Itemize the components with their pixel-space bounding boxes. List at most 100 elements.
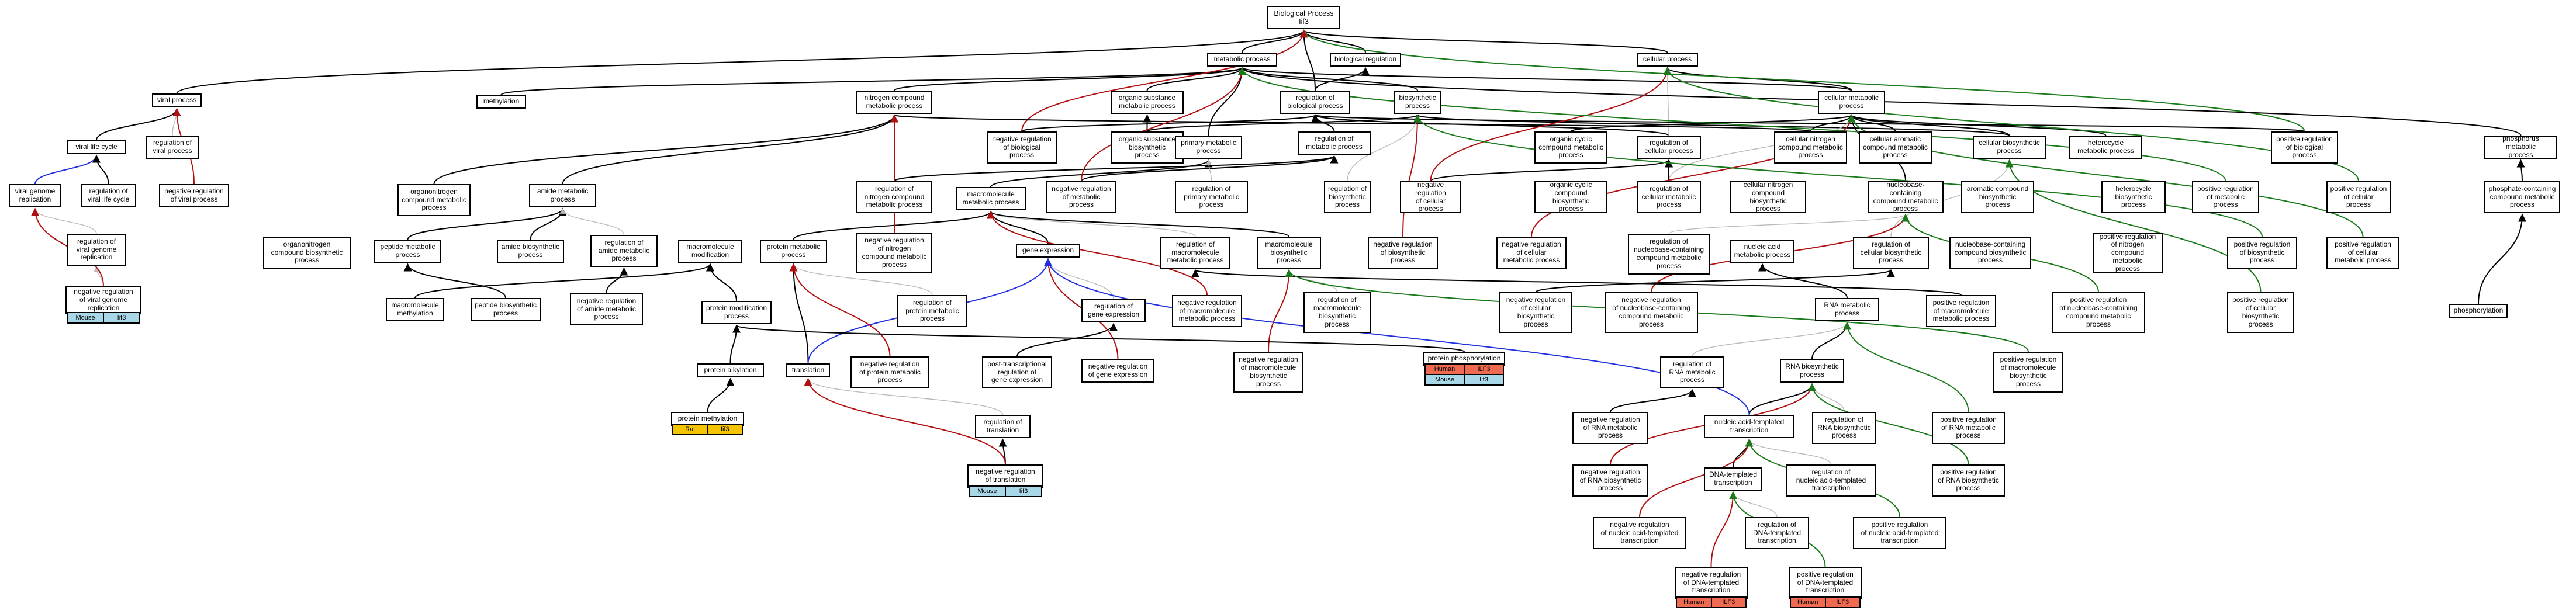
term-node-nucleobasebio[interactable]: nucleobase-containing compound biosynthe…: [1949, 237, 2031, 269]
term-node-primmet[interactable]: primary metabolic process: [1175, 136, 1242, 159]
term-node-posregcellbio[interactable]: positive regulation of cellular biosynth…: [2227, 292, 2294, 333]
term-node-cellarom[interactable]: cellular aromatic compound metabolic pro…: [1859, 131, 1932, 164]
term-node-regnucleo[interactable]: regulation of nucleobase-containing comp…: [1628, 234, 1710, 275]
term-node-posregmet[interactable]: positive regulation of metabolic process: [2192, 181, 2259, 213]
term-node-regcellmet[interactable]: regulation of cellular metabolic process: [1637, 181, 1701, 213]
term-node-posregnucleo[interactable]: positive regulation of nucleobase-contai…: [2052, 292, 2145, 333]
term-node-regviral[interactable]: regulation of viral process: [146, 136, 199, 159]
term-node-regprimmet[interactable]: regulation of primary metabolic process: [1175, 181, 1248, 213]
term-node-negregbio[interactable]: negative regulation of biological proces…: [987, 131, 1057, 164]
term-node-bp[interactable]: Biological Process Iif3: [1267, 6, 1340, 29]
term-node-geneexp[interactable]: gene expression: [1016, 244, 1080, 258]
term-node-viralproc[interactable]: viral process: [152, 93, 202, 107]
term-node-phosphorylation[interactable]: phosphorylation: [2449, 304, 2508, 318]
term-node-cellnitro[interactable]: cellular nitrogen compound metabolic pro…: [1774, 131, 1847, 164]
term-node-phosphate[interactable]: phosphate-containing compound metabolic …: [2484, 181, 2560, 213]
term-node-negregnucleictrans[interactable]: negative regulation of nucleic acid-temp…: [1593, 517, 1686, 549]
term-node-macromet[interactable]: macromolecule metabolic process: [956, 187, 1026, 210]
term-node-posregbiosyn[interactable]: positive regulation of biosynthetic proc…: [2227, 237, 2297, 269]
term-node-posregbio[interactable]: positive regulation of biological proces…: [2271, 131, 2338, 164]
term-node-cellbiosyn[interactable]: cellular biosynthetic process: [1973, 136, 2046, 159]
term-node-orgnitrobio[interactable]: organonitrogen compound biosynthetic pro…: [263, 237, 351, 269]
term-node-nitro[interactable]: nitrogen compound metabolic process: [856, 91, 932, 114]
term-node-negregamide[interactable]: negative regulation of amide metabolic p…: [570, 293, 643, 325]
term-node-macromod[interactable]: macromolecule modification: [678, 240, 742, 263]
term-node-heterobio[interactable]: heterocycle biosynthetic process: [2101, 181, 2166, 213]
term-node-negregrnabio[interactable]: negative regulation of RNA biosynthetic …: [1572, 464, 1648, 497]
term-node-regcellbio[interactable]: regulation of cellular biosynthetic proc…: [1853, 237, 1929, 269]
term-node-orgsubbio[interactable]: organic substance biosynthetic process: [1111, 131, 1184, 164]
term-node-orgcyc[interactable]: organic cyclic compound metabolic proces…: [1534, 131, 1607, 164]
term-node-viralcycle[interactable]: viral life cycle: [67, 140, 126, 154]
term-node-reggeneexp[interactable]: regulation of gene expression: [1081, 299, 1146, 322]
term-node-peptidebio[interactable]: peptide biosynthetic process: [471, 298, 541, 321]
term-node-negregbiosyn[interactable]: negative regulation of biosynthetic proc…: [1368, 237, 1438, 269]
term-node-regamide[interactable]: regulation of amide metabolic process: [590, 235, 658, 267]
term-node-bioreg[interactable]: biological regulation: [1330, 53, 1401, 67]
term-node-regdnatrans[interactable]: regulation of DNA-templated transcriptio…: [1745, 517, 1809, 549]
term-node-proteinmod[interactable]: protein modification process: [701, 301, 772, 324]
term-node-regrnamet[interactable]: regulation of RNA metabolic process: [1660, 356, 1724, 388]
term-node-orgnitro[interactable]: organonitrogen compound metabolic proces…: [397, 184, 471, 216]
term-node-biosyn[interactable]: biosynthetic process: [1394, 91, 1441, 114]
term-node-cellproc[interactable]: cellular process: [1637, 53, 1698, 67]
term-node-hetero[interactable]: heterocycle metabolic process: [2069, 136, 2142, 159]
term-node-rnamet[interactable]: RNA metabolic process: [1815, 298, 1879, 321]
term-node-amidebio[interactable]: amide biosynthetic process: [497, 240, 564, 263]
term-node-metab[interactable]: metabolic process: [1207, 53, 1277, 67]
term-node-aromaticbio[interactable]: aromatic compound biosynthetic process: [1961, 181, 2034, 213]
term-node-negregcellbio[interactable]: negative regulation of cellular biosynth…: [1499, 292, 1572, 333]
term-node-regviralgen[interactable]: regulation of viral genome replication: [67, 234, 126, 266]
term-node-macrobio[interactable]: macromolecule biosynthetic process: [1257, 237, 1321, 269]
term-node-posregcellmet[interactable]: positive regulation of cellular metaboli…: [2326, 237, 2399, 269]
term-node-reglifecycle[interactable]: regulation of viral life cycle: [81, 184, 136, 207]
term-node-negregnitro[interactable]: negative regulation of nitrogen compound…: [856, 233, 932, 273]
term-node-proteinmet[interactable]: protein metabolic process: [760, 240, 827, 263]
term-node-regnucleictrans[interactable]: regulation of nucleic acid-templated tra…: [1786, 464, 1876, 497]
term-node-proteinalk[interactable]: protein alkylation: [697, 363, 764, 377]
term-node-negregcell[interactable]: negative regulation of cellular process: [1400, 181, 1461, 213]
term-node-viralgen[interactable]: viral genome replication: [9, 184, 61, 207]
term-node-nucleobase[interactable]: nucleobase-containing compound metabolic…: [1868, 181, 1944, 213]
term-node-methylation[interactable]: methylation: [476, 95, 526, 109]
term-node-posregnitro[interactable]: positive regulation of nitrogen compound…: [2093, 233, 2163, 273]
term-node-posregmacromet[interactable]: positive regulation of macromolecule met…: [1926, 295, 1996, 327]
term-node-nucleicacid[interactable]: nucleic acid metabolic process: [1730, 240, 1794, 263]
term-node-posttrans[interactable]: post-transcriptional regulation of gene …: [982, 356, 1052, 388]
term-node-negregviralgen[interactable]: negative regulation of viral genome repl…: [65, 286, 141, 324]
term-node-negregrnamet[interactable]: negative regulation of RNA metabolic pro…: [1572, 412, 1648, 444]
term-node-posregrnabio[interactable]: positive regulation of RNA biosynthetic …: [1932, 464, 2005, 497]
term-node-amidemet[interactable]: amide metabolic process: [529, 184, 596, 207]
term-node-negregmacrobio[interactable]: negative regulation of macromolecule bio…: [1233, 352, 1303, 393]
term-node-cellmet[interactable]: cellular metabolic process: [1818, 91, 1885, 114]
term-node-negregnucleo[interactable]: negative regulation of nucleobase-contai…: [1605, 292, 1698, 333]
term-node-orgsub[interactable]: organic substance metabolic process: [1111, 91, 1184, 114]
term-node-regrnabio[interactable]: regulation of RNA biosynthetic process: [1812, 412, 1876, 444]
term-node-negregmet[interactable]: negative regulation of metabolic process: [1046, 181, 1116, 213]
term-node-regbiosyn[interactable]: regulation of biosynthetic process: [1324, 181, 1371, 213]
term-node-orgcycbio[interactable]: organic cyclic compound biosynthetic pro…: [1534, 181, 1607, 213]
term-node-negreggeneexp[interactable]: negative regulation of gene expression: [1081, 359, 1154, 383]
term-node-regmet[interactable]: regulation of metabolic process: [1298, 131, 1371, 155]
term-node-regtranslation[interactable]: regulation of translation: [975, 415, 1031, 438]
term-node-peptidemet[interactable]: peptide metabolic process: [374, 240, 441, 263]
term-node-posregdnatrans[interactable]: positive regulation of DNA-templated tra…: [1789, 567, 1862, 608]
term-node-regbio[interactable]: regulation of biological process: [1280, 91, 1350, 114]
term-node-nucleictrans[interactable]: nucleic acid-templated transcription: [1704, 415, 1794, 438]
term-node-negregmacromet[interactable]: negative regulation of macromolecule met…: [1172, 295, 1242, 327]
term-node-posregcell[interactable]: positive regulation of cellular process: [2326, 181, 2391, 213]
term-node-cellnitrobio[interactable]: cellular nitrogen compound biosynthetic …: [1730, 181, 1806, 213]
term-node-rnabio[interactable]: RNA biosynthetic process: [1780, 359, 1844, 383]
term-node-posregnucleictrans[interactable]: positive regulation of nucleic acid-temp…: [1853, 517, 1946, 549]
term-node-regmacrobio[interactable]: regulation of macromolecule biosynthetic…: [1303, 292, 1371, 333]
term-node-regcell[interactable]: regulation of cellular process: [1637, 136, 1701, 159]
term-node-posregmacrobio[interactable]: positive regulation of macromolecule bio…: [1993, 352, 2063, 393]
term-node-phosmet[interactable]: phosphorus metabolic process: [2484, 134, 2557, 159]
term-node-negregviral[interactable]: negative regulation of viral process: [159, 184, 229, 207]
term-node-dnatrans[interactable]: DNA-templated transcription: [1704, 467, 1762, 491]
term-node-negregproteinmet[interactable]: negative regulation of protein metabolic…: [850, 356, 929, 388]
term-node-macromethyl[interactable]: macromolecule methylation: [386, 298, 444, 321]
